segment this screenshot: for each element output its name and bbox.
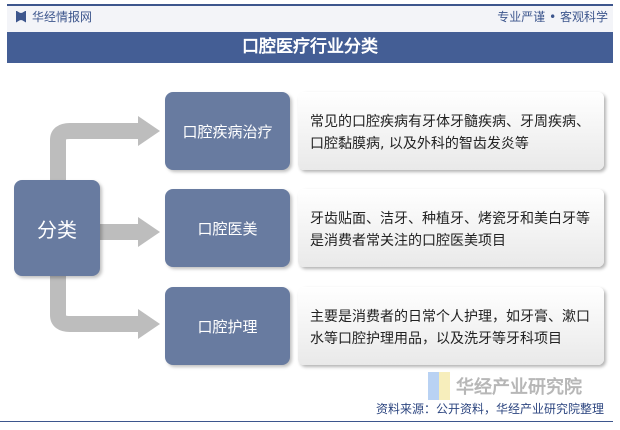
category-description: 牙齿贴面、洁牙、种植牙、烤瓷牙和美白牙等是消费者常关注的口腔医美项目 [298, 189, 604, 267]
top-rule [7, 4, 613, 6]
description-text: 常见的口腔疾病有牙体牙髓疾病、牙周疾病、口腔黏膜病, 以及外科的智齿发炎等 [310, 114, 590, 152]
logo: 华经情报网 [16, 8, 92, 25]
description-text: 主要是消费者的日常个人护理，如牙膏、漱口水等口腔护理用品，以及洗牙等牙科项目 [310, 309, 590, 347]
category-description: 主要是消费者的日常个人护理，如牙膏、漱口水等口腔护理用品，以及洗牙等牙科项目 [298, 287, 604, 365]
watermark-logo-icon [428, 372, 450, 400]
watermark: 华经产业研究院 [428, 372, 582, 400]
category-node: 口腔医美 [165, 189, 290, 267]
root-node: 分类 [14, 180, 100, 276]
slogan: 专业严谨 • 客观科学 [497, 10, 608, 24]
footer-rule [0, 421, 613, 422]
page-title: 口腔医疗行业分类 [7, 32, 613, 63]
description-text: 牙齿贴面、洁牙、种植牙、烤瓷牙和美白牙等是消费者常关注的口腔医美项目 [310, 211, 590, 249]
logo-icon [16, 10, 26, 23]
arrow-bottom [50, 276, 140, 332]
category-node: 口腔疾病治疗 [165, 92, 290, 170]
arrow-top [50, 123, 140, 182]
logo-text: 华经情报网 [32, 10, 93, 24]
header-bar [7, 6, 613, 32]
category-description: 常见的口腔疾病有牙体牙髓疾病、牙周疾病、口腔黏膜病, 以及外科的智齿发炎等 [298, 92, 604, 170]
category-node: 口腔护理 [165, 287, 290, 365]
watermark-text: 华经产业研究院 [456, 377, 582, 398]
source-note: 资料来源：公开资料，华经产业研究院整理 [375, 402, 604, 416]
